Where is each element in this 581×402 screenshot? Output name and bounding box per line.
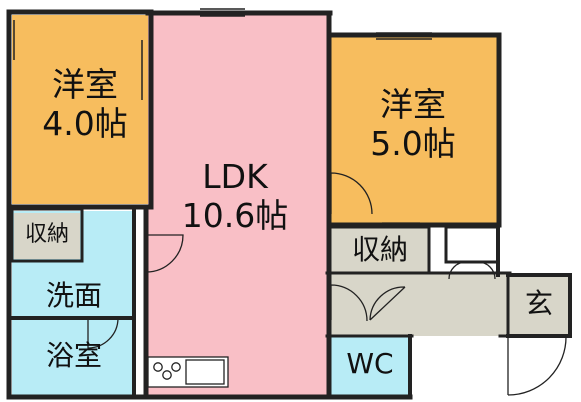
kitchen-counter bbox=[147, 356, 229, 388]
closet-1-label: 収納 bbox=[24, 222, 69, 247]
toilet-area bbox=[330, 336, 410, 395]
western-room-2-label: 洋室 5.0帖 bbox=[358, 88, 468, 160]
bathroom-area bbox=[12, 318, 134, 395]
western-room-1-name: 洋室 bbox=[52, 65, 118, 104]
bathroom-label: 浴室 bbox=[45, 339, 102, 372]
western-room-2-name: 洋室 bbox=[380, 85, 446, 124]
ldk-size: 10.6帖 bbox=[181, 196, 289, 235]
toilet-label: WC bbox=[346, 347, 394, 380]
western-room-1-size: 4.0帖 bbox=[42, 104, 128, 143]
western-room-2-size: 5.0帖 bbox=[370, 124, 456, 163]
washroom-label: 洗面 bbox=[45, 279, 102, 312]
doors bbox=[87, 172, 567, 396]
ldk-label: LDK 10.6帖 bbox=[170, 160, 300, 232]
western-room-1-area bbox=[12, 15, 148, 204]
hallway-area bbox=[327, 273, 508, 336]
closet-2-area bbox=[330, 228, 428, 273]
entrance-area bbox=[508, 273, 568, 336]
windows bbox=[9, 8, 432, 100]
western-room-1-label: 洋室 4.0帖 bbox=[30, 68, 140, 140]
ldk-name: LDK bbox=[202, 157, 268, 196]
closet-2-label: 収納 bbox=[351, 233, 408, 266]
closet-1-overlay bbox=[14, 213, 80, 259]
western-room-2-area bbox=[327, 37, 497, 223]
entrance-label: 玄 bbox=[524, 287, 553, 320]
ldk-area bbox=[148, 15, 327, 395]
walls bbox=[6, 9, 572, 400]
